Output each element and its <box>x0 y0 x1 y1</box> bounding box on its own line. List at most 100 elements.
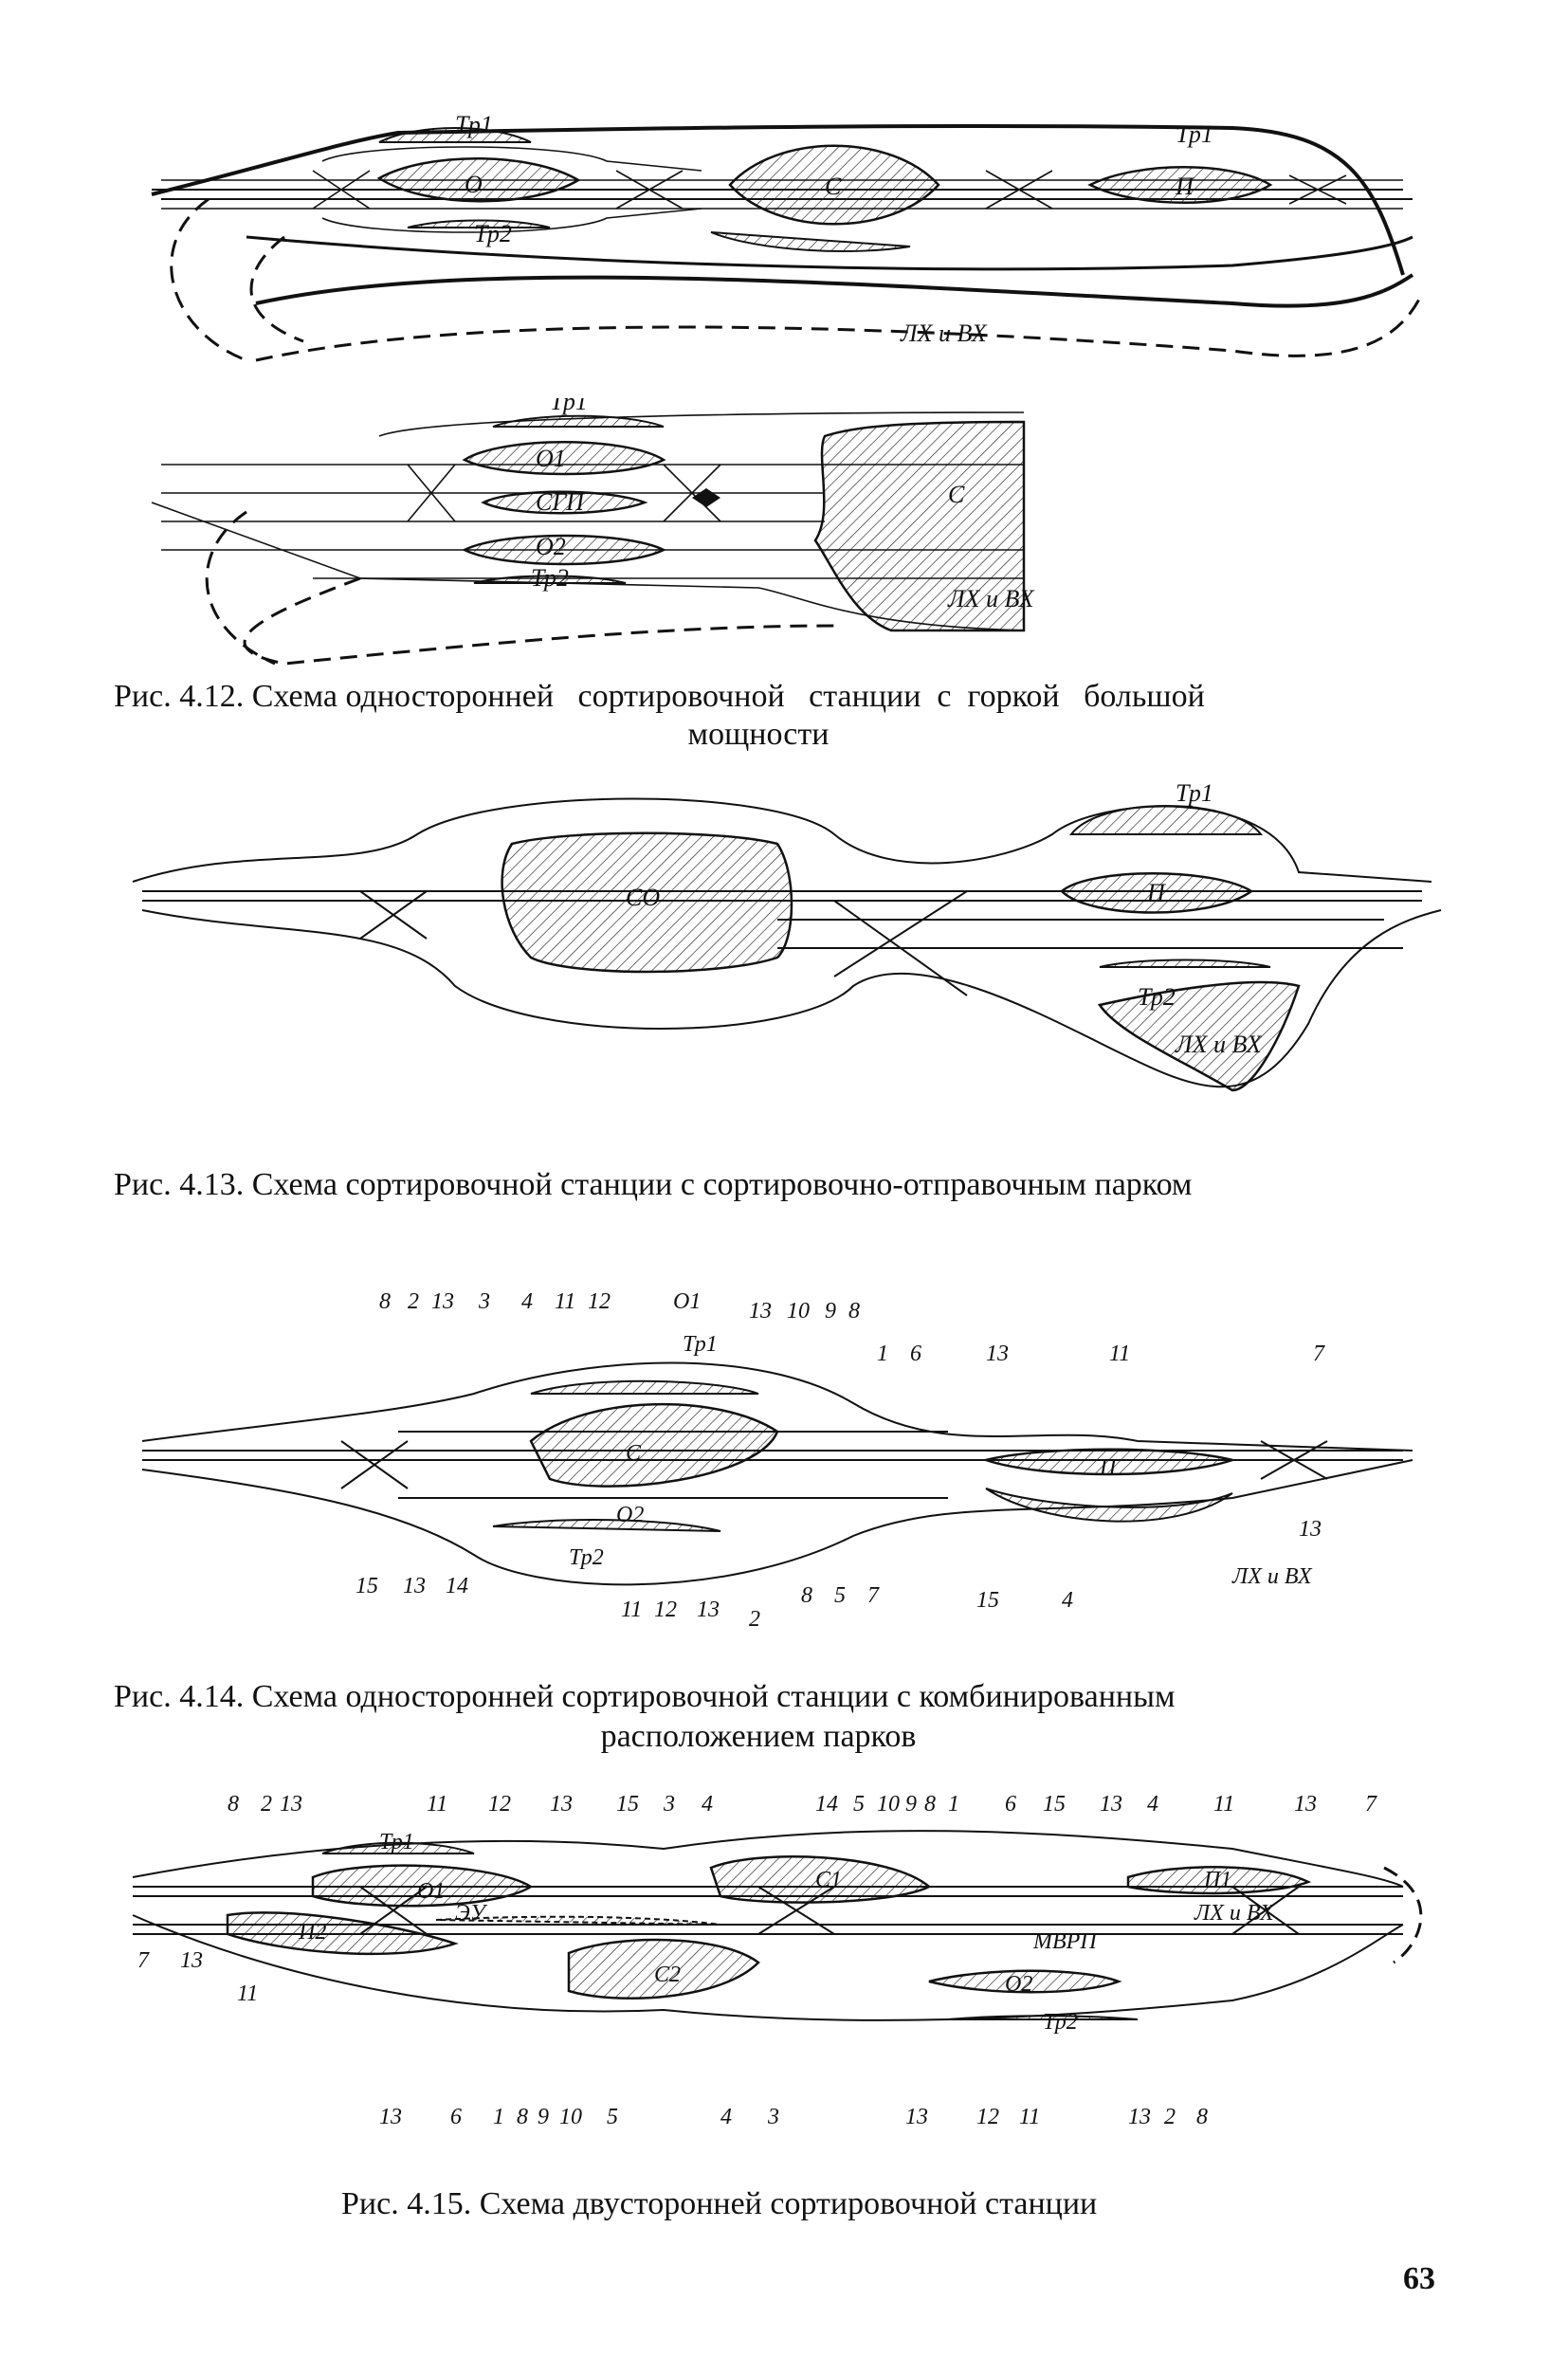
bottom-number-labels: 15 13 14 11 12 13 2 8 5 7 15 4 13 <box>356 1517 1322 1631</box>
label-tr1: Тр1 <box>1176 779 1213 807</box>
num: 13 <box>1299 1517 1322 1542</box>
figure-4-14-diagram: С П О2 Тр2 Тр1 ЛХ и ВХ 8 2 13 3 4 11 12 … <box>141 1289 1413 1631</box>
figure-number: Рис. 4.13. <box>114 1167 245 1202</box>
diagram-4-13-labels: СО П Тр1 Тр2 ЛХ и ВХ <box>626 779 1263 1058</box>
label-tr1-right: Тр1 <box>1176 120 1213 148</box>
label-o2: О2 <box>616 1503 644 1527</box>
num: 3 <box>478 1289 490 1314</box>
figure-4-12-diagram-a: Тр1 Тр2 О С П Тр1 ЛХ и ВХ <box>151 111 1424 362</box>
page-number: 63 <box>1403 2261 1435 2296</box>
num: 8 <box>228 1792 239 1817</box>
label-tr2: Тр2 <box>474 220 512 247</box>
diagram-b-labels: Тр1 О1 СГП О2 Тр2 С ЛХ и ВХ <box>531 398 1035 612</box>
label-tr1: Тр1 <box>379 1830 414 1854</box>
label-s: С <box>948 481 965 508</box>
label-tr1: Тр1 <box>455 111 493 138</box>
label-lh: ЛХ и ВХ <box>1194 1901 1275 1926</box>
num: 15 <box>1043 1792 1066 1817</box>
label-tr1: Тр1 <box>550 398 588 415</box>
num: 13 <box>550 1792 573 1817</box>
num: О1 <box>673 1289 701 1314</box>
caption-text: Схема двусторонней сортировочной станции <box>479 2186 1098 2221</box>
num: 4 <box>1062 1588 1073 1613</box>
caption-4-12: Рис. 4.12. Схема односторонней сортирово… <box>114 678 1441 716</box>
left-number-labels: 7 13 11 <box>137 1948 258 2006</box>
label-tr2: Тр2 <box>1043 2010 1078 2035</box>
label-tr2: Тр2 <box>569 1545 604 1570</box>
num: 13 <box>1128 2105 1151 2129</box>
label-tr1: Тр1 <box>683 1332 718 1357</box>
num: 12 <box>588 1289 611 1314</box>
num: 14 <box>446 1574 468 1598</box>
label-lh: ЛХ и ВХ <box>947 585 1035 612</box>
label-mvrp: МВРП <box>1032 1929 1098 1954</box>
num: 11 <box>555 1289 575 1314</box>
label-p: П <box>1175 173 1195 200</box>
label-p1: П1 <box>1203 1868 1231 1892</box>
num: 8 <box>1196 2105 1208 2129</box>
num: 2 <box>408 1289 419 1314</box>
label-s: С <box>825 173 842 200</box>
num: 13 <box>280 1792 302 1817</box>
num: 11 <box>621 1598 642 1622</box>
label-tr2: Тр2 <box>531 564 569 592</box>
num: 6 <box>1005 1792 1016 1817</box>
num: 8 <box>379 1289 391 1314</box>
num: 13 <box>749 1299 772 1324</box>
num: 7 <box>867 1583 880 1608</box>
label-o: О <box>465 171 483 198</box>
num: 13 <box>697 1598 720 1622</box>
caption-4-15: Рис. 4.15. Схема двусторонней сортировоч… <box>341 2185 1289 2223</box>
num: 5 <box>834 1583 846 1608</box>
num: 15 <box>356 1574 378 1598</box>
num: 10 <box>787 1299 810 1324</box>
label-tr2: Тр2 <box>1138 983 1176 1011</box>
num: 13 <box>379 2105 402 2129</box>
num: 13 <box>1100 1792 1122 1817</box>
park-p <box>1087 166 1273 204</box>
figure-number: Рис. 4.15. <box>341 2186 472 2221</box>
num: 1 <box>877 1342 888 1366</box>
caption-4-12-line2: мощности <box>687 717 830 752</box>
caption-text: Схема односторонней сортировочной станци… <box>251 679 1205 714</box>
num: 2 <box>749 1607 760 1631</box>
num: 7 <box>1313 1342 1325 1366</box>
label-p: П <box>1146 879 1167 906</box>
label-s1: С1 <box>815 1868 842 1892</box>
num: 11 <box>1213 1792 1234 1817</box>
park-so <box>501 831 793 974</box>
num: 11 <box>427 1792 447 1817</box>
num: 8 <box>848 1299 860 1324</box>
num: 6 <box>910 1342 921 1366</box>
label-o2: О2 <box>1005 1972 1032 1997</box>
num: 15 <box>616 1792 639 1817</box>
num: 7 <box>137 1948 150 1973</box>
num: 2 <box>261 1792 272 1817</box>
label-s: С <box>626 1441 642 1466</box>
num: 13 <box>986 1342 1009 1366</box>
label-lh: ЛХ и ВХ <box>1231 1564 1313 1589</box>
num: 13 <box>1294 1792 1317 1817</box>
figure-4-12-diagram-b: Тр1 О1 СГП О2 Тр2 С ЛХ и ВХ <box>151 398 1035 666</box>
figure-number: Рис. 4.12. <box>114 679 245 714</box>
caption-4-14-line2: расположением парков <box>600 1719 917 1754</box>
num: 4 <box>521 1289 533 1314</box>
figure-4-13-diagram: СО П Тр1 Тр2 ЛХ и ВХ <box>132 779 1442 1092</box>
figure-number: Рис. 4.14. <box>114 1679 245 1714</box>
num: 9 <box>905 1792 917 1817</box>
num: 2 <box>1164 2105 1176 2129</box>
num: 13 <box>905 2105 928 2129</box>
num: 10 <box>559 2105 582 2129</box>
label-so: СО <box>626 884 660 911</box>
num: 12 <box>488 1792 511 1817</box>
num: 15 <box>976 1588 999 1613</box>
num: 4 <box>720 2105 732 2129</box>
num: 11 <box>1019 2105 1040 2129</box>
num: 13 <box>180 1948 203 1973</box>
num: 3 <box>663 1792 675 1817</box>
num: 3 <box>767 2105 779 2129</box>
num: 13 <box>431 1289 454 1314</box>
park-s <box>728 144 940 226</box>
num: 13 <box>403 1574 426 1598</box>
caption-4-14: Рис. 4.14. Схема односторонней сортирово… <box>114 1678 1460 1716</box>
